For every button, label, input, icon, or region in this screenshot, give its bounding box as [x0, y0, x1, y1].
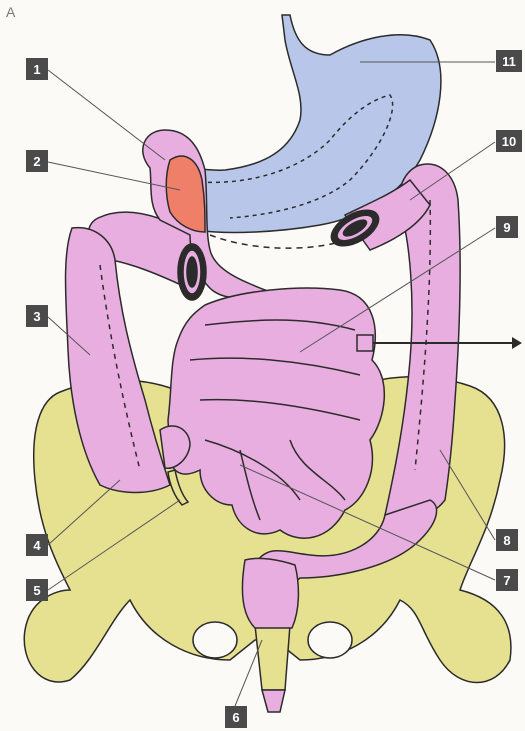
transverse-colon-cut-left-hole	[187, 257, 197, 287]
obturator-foramen-left	[193, 622, 237, 658]
label-2: 2	[26, 150, 48, 172]
sacrum	[255, 625, 290, 690]
label-3: 3	[26, 305, 48, 327]
label-5: 5	[26, 579, 48, 601]
detail-arrow-head	[512, 337, 522, 349]
coccyx	[262, 690, 285, 712]
label-9: 9	[496, 216, 518, 238]
pylorus-dashed	[210, 235, 340, 248]
leader-1	[48, 70, 165, 160]
label-1: 1	[26, 58, 48, 80]
label-10: 10	[496, 130, 522, 152]
obturator-foramen-right	[308, 622, 352, 658]
rectum	[242, 558, 298, 628]
label-7: 7	[496, 569, 518, 591]
label-6: 6	[225, 706, 247, 728]
label-11: 11	[496, 50, 522, 72]
label-4: 4	[26, 534, 48, 556]
label-8: 8	[496, 529, 518, 551]
